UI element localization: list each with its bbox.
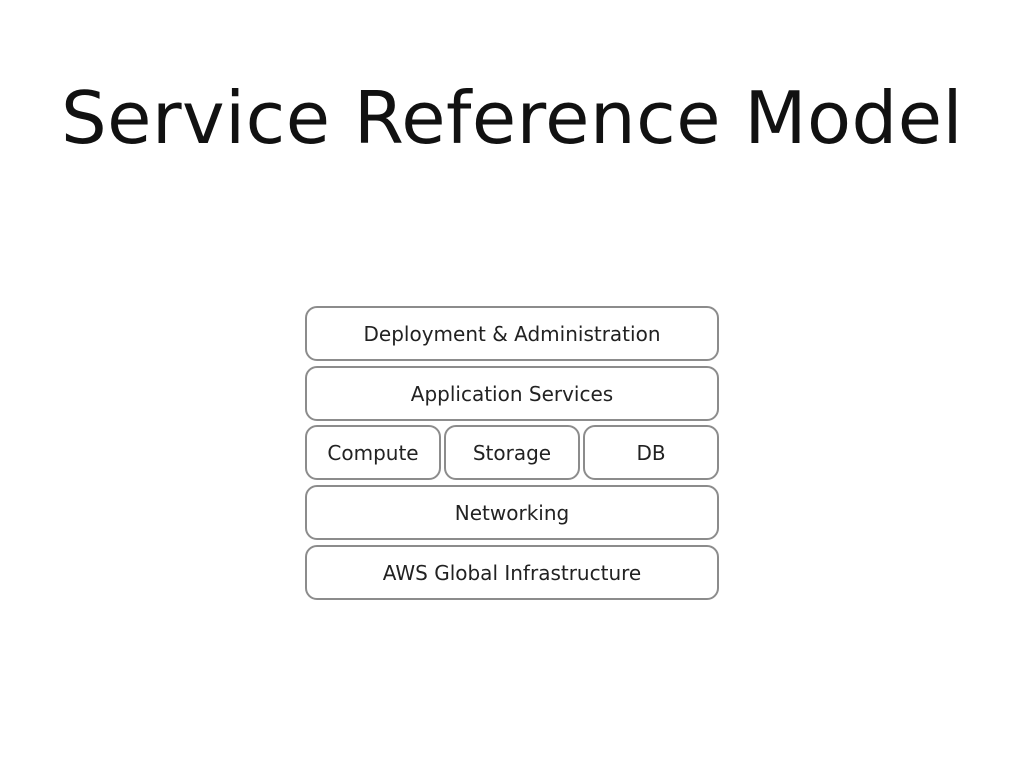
layer-db: DB [583,425,719,480]
layer-deployment-administration: Deployment & Administration [305,306,719,361]
layer-aws-global-infrastructure: AWS Global Infrastructure [305,545,719,600]
layer-storage: Storage [444,425,580,480]
service-stack-diagram: Deployment & Administration Application … [305,306,719,600]
page-title: Service Reference Model [60,76,964,160]
layer-compute: Compute [305,425,441,480]
layer-application-services: Application Services [305,366,719,421]
layer-networking: Networking [305,485,719,540]
